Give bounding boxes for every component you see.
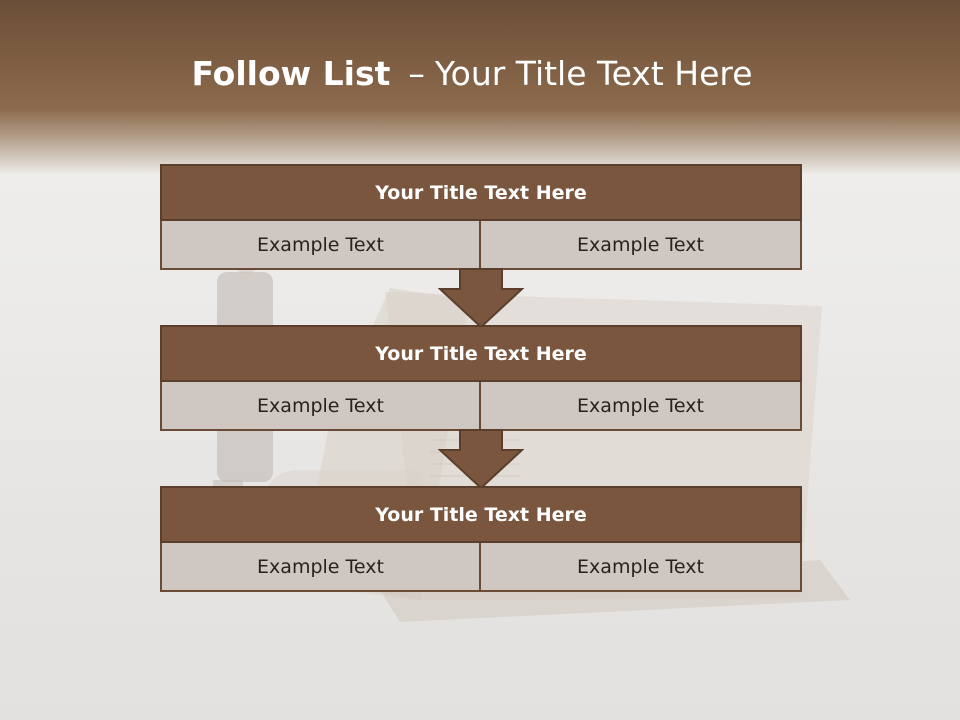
flow-step-2: Your Title Text Here Example Text Exampl… bbox=[160, 325, 802, 431]
step-title: Your Title Text Here bbox=[160, 325, 802, 382]
step-row: Example Text Example Text bbox=[160, 382, 802, 431]
flow-step-3: Your Title Text Here Example Text Exampl… bbox=[160, 486, 802, 592]
flow-step-1: Your Title Text Here Example Text Exampl… bbox=[160, 164, 802, 270]
down-arrow-icon bbox=[438, 429, 524, 489]
step-cell-right: Example Text bbox=[481, 382, 802, 431]
step-title: Your Title Text Here bbox=[160, 486, 802, 543]
step-title: Your Title Text Here bbox=[160, 164, 802, 221]
step-cell-left: Example Text bbox=[160, 543, 481, 592]
step-row: Example Text Example Text bbox=[160, 543, 802, 592]
slide-title: Follow List–Your Title Text Here bbox=[0, 54, 944, 93]
slide-title-separator: – bbox=[408, 54, 425, 93]
step-cell-left: Example Text bbox=[160, 221, 481, 270]
header-band bbox=[0, 0, 960, 175]
step-row: Example Text Example Text bbox=[160, 221, 802, 270]
slide-title-bold: Follow List bbox=[191, 54, 391, 93]
step-cell-left: Example Text bbox=[160, 382, 481, 431]
down-arrow-icon bbox=[438, 268, 524, 328]
slide-title-rest: Your Title Text Here bbox=[434, 54, 753, 93]
step-cell-right: Example Text bbox=[481, 221, 802, 270]
step-cell-right: Example Text bbox=[481, 543, 802, 592]
